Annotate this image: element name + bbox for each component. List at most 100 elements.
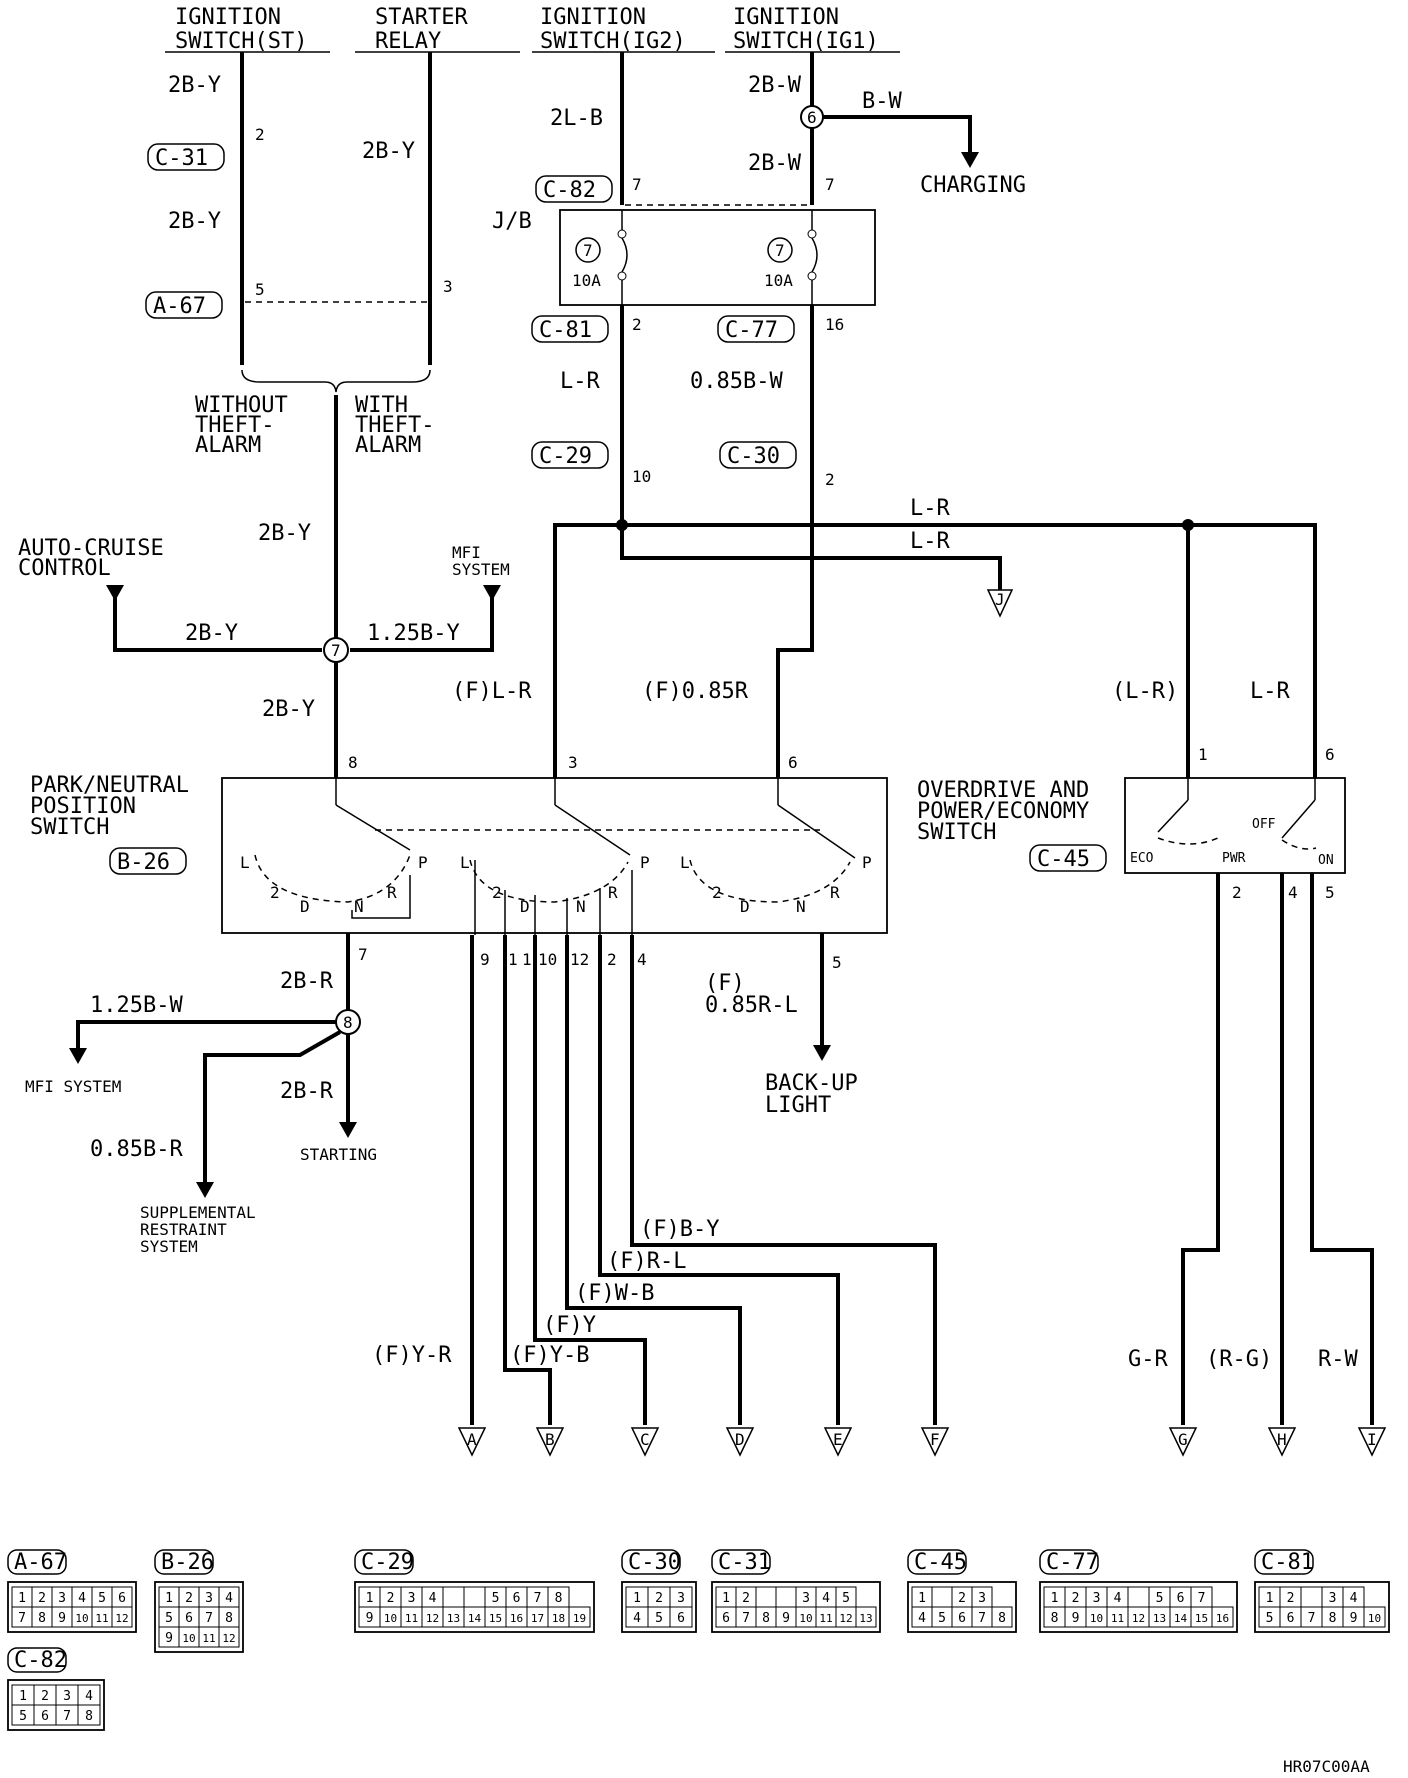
- connector-pin: 3: [677, 1591, 685, 1606]
- junction-node-7: 7: [323, 637, 349, 663]
- terminal-d: D: [725, 1427, 755, 1457]
- connector-pin: 8: [762, 1611, 770, 1626]
- wire-color-label: (F)B-Y: [640, 1217, 719, 1242]
- connector-a67: A-67: [145, 291, 223, 319]
- wire-color-label: (F)L-R: [452, 679, 532, 704]
- switch-position-label: ON: [1318, 853, 1334, 868]
- connector-pin: 7: [63, 1709, 71, 1724]
- terminal-g: G: [1168, 1427, 1198, 1457]
- connector-pin: 7: [742, 1611, 750, 1626]
- connector-pin: 10: [799, 1612, 812, 1625]
- wire-color-label: (F)Y-R: [372, 1343, 452, 1368]
- terminal-f: F: [920, 1427, 950, 1457]
- wire-color-label: L-R: [560, 369, 600, 394]
- range-label: 2: [270, 883, 280, 902]
- connector-id: C-77: [725, 318, 778, 343]
- wire-color-label: 2B-R: [280, 969, 334, 994]
- connector-pin: 6: [185, 1611, 193, 1626]
- connector-pin: 4: [429, 1591, 437, 1606]
- connector-pin: 15: [489, 1612, 502, 1625]
- connector-pin: 3: [1329, 1591, 1337, 1606]
- terminal-j: J: [995, 590, 1005, 609]
- terminal-b: B: [535, 1427, 565, 1457]
- pin-number: 6: [788, 753, 798, 772]
- fuse-number: 7: [775, 241, 785, 260]
- connector-pin: 13: [447, 1612, 460, 1625]
- pin-number: 7: [632, 175, 642, 194]
- connector-pin: 1: [722, 1591, 730, 1606]
- connector-pin: 13: [859, 1612, 872, 1625]
- terminal-i: I: [1357, 1427, 1387, 1457]
- wire-color-label: 2B-W: [748, 151, 802, 176]
- connector-id: C-82: [543, 178, 596, 203]
- wire-color-label: G-R: [1128, 1347, 1168, 1372]
- connector-pin: 8: [1329, 1611, 1337, 1626]
- connector-pin: 4: [918, 1611, 926, 1626]
- node-number: 7: [331, 641, 341, 660]
- terminal-letter: F: [930, 1430, 940, 1449]
- connector-id: C-30: [727, 444, 780, 469]
- junction-node-8: 8: [335, 1009, 361, 1035]
- wire-color-label: R-W: [1318, 1347, 1358, 1372]
- connector-c77: C-77: [717, 315, 795, 343]
- connector-pin: 12: [1132, 1612, 1145, 1625]
- range-label: 2: [712, 883, 722, 902]
- connector-view-id: C-82: [14, 1648, 67, 1673]
- wire-color-label: (F)Y: [543, 1313, 596, 1338]
- terminal-letter: C: [640, 1430, 650, 1449]
- mfi-system-label: MFI SYSTEM: [25, 1077, 121, 1096]
- connector-pin: 7: [978, 1611, 986, 1626]
- connector-pin: 5: [938, 1611, 946, 1626]
- connector-view-id: C-30: [628, 1550, 681, 1575]
- connector-c30: C-30: [719, 441, 797, 469]
- pin-number: 1: [508, 950, 518, 969]
- pin-number: 5: [1325, 883, 1335, 902]
- terminal-letter: G: [1178, 1430, 1188, 1449]
- range-label: P: [418, 853, 428, 872]
- connector-pin: 5: [842, 1591, 850, 1606]
- wire-color-label: (F)R-L: [607, 1249, 686, 1274]
- connector-pin: 5: [1266, 1611, 1274, 1626]
- connector-pin: 6: [1287, 1611, 1295, 1626]
- range-label: 2: [492, 883, 502, 902]
- connector-pin: 6: [677, 1611, 685, 1626]
- terminal-a: A: [457, 1427, 487, 1457]
- pin-number: 2: [255, 125, 265, 144]
- connector-pin: 4: [225, 1591, 233, 1606]
- pin-number: 4: [1288, 883, 1298, 902]
- connector-pin: 5: [1156, 1591, 1164, 1606]
- connector-pin: 3: [58, 1591, 66, 1606]
- connector-pin: 3: [1093, 1591, 1101, 1606]
- connector-pin: 12: [839, 1612, 852, 1625]
- pin-number: 7: [825, 175, 835, 194]
- connector-pin: 1: [1266, 1591, 1274, 1606]
- connector-pin: 8: [85, 1709, 93, 1724]
- terminal-c: C: [630, 1427, 660, 1457]
- park-neutral-position-switch: 8 3 6 L P 2 D N R L P 2 D N R L P 2 D N …: [221, 753, 888, 934]
- connector-pin: 2: [655, 1591, 663, 1606]
- wire-color-label: 2L-B: [550, 106, 603, 131]
- connector-pin: 7: [1308, 1611, 1316, 1626]
- range-label: R: [830, 883, 840, 902]
- connector-pin: 10: [75, 1612, 88, 1625]
- pin-number: 1: [1198, 745, 1208, 764]
- connector-c81: C-81: [531, 315, 609, 343]
- connector-pin: 11: [202, 1632, 215, 1645]
- wire-color-label: L-R: [910, 496, 950, 521]
- connector-pin: 11: [405, 1612, 418, 1625]
- wire-color-label: 0.85B-R: [90, 1137, 183, 1162]
- connector-view-id: C-29: [361, 1550, 414, 1575]
